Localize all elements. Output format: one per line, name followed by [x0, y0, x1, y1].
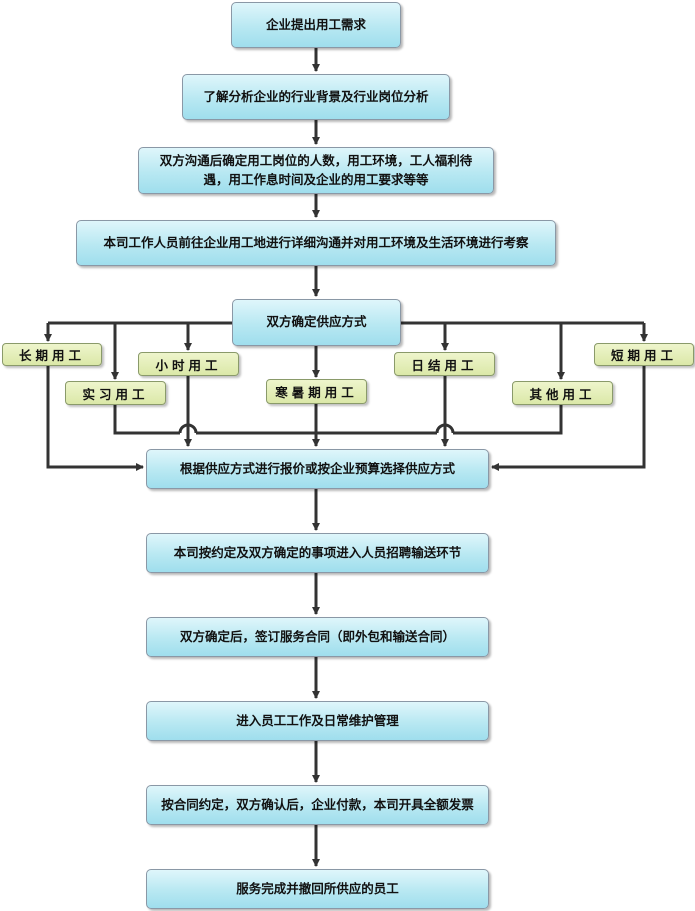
step-7: 本司按约定及双方确定的事项进入人员招聘输送环节: [146, 533, 489, 573]
mode-short-term: 短期用工: [594, 343, 694, 366]
mode-holiday: 寒暑期用工: [266, 379, 367, 404]
step-10: 按合同约定，双方确认后，企业付款，本司开具全额发票: [146, 785, 489, 825]
step-1: 企业提出用工需求: [231, 2, 401, 48]
collect-intern: [113, 405, 180, 435]
step-9: 进入员工工作及日常维护管理: [146, 701, 489, 741]
collect-short: [491, 366, 646, 471]
step-3: 双方沟通后确定用工岗位的人数，用工环境，工人福利待遇，用工作息时间及企业的用工要…: [138, 147, 494, 194]
mode-long-term: 长期用工: [2, 343, 102, 366]
step-2: 了解分析企业的行业背景及行业岗位分析: [182, 74, 450, 120]
step-8: 双方确定后，签订服务合同（即外包和输送合同）: [146, 617, 489, 657]
collect-long: [46, 366, 144, 471]
step-6: 根据供应方式进行报价或按企业预算选择供应方式: [146, 449, 489, 489]
step-5: 双方确定供应方式: [232, 299, 401, 346]
mode-hourly: 小时用工: [138, 352, 239, 376]
step-11: 服务完成并撤回所供应的员工: [146, 869, 489, 909]
mode-daily: 日结用工: [394, 352, 495, 376]
step-4: 本司工作人员前往企业用工地进行详细沟通并对用工环境及生活环境进行考察: [76, 220, 556, 266]
mode-other: 其他用工: [512, 381, 613, 405]
mode-internship: 实习用工: [65, 381, 166, 405]
collect-other: [453, 405, 563, 435]
